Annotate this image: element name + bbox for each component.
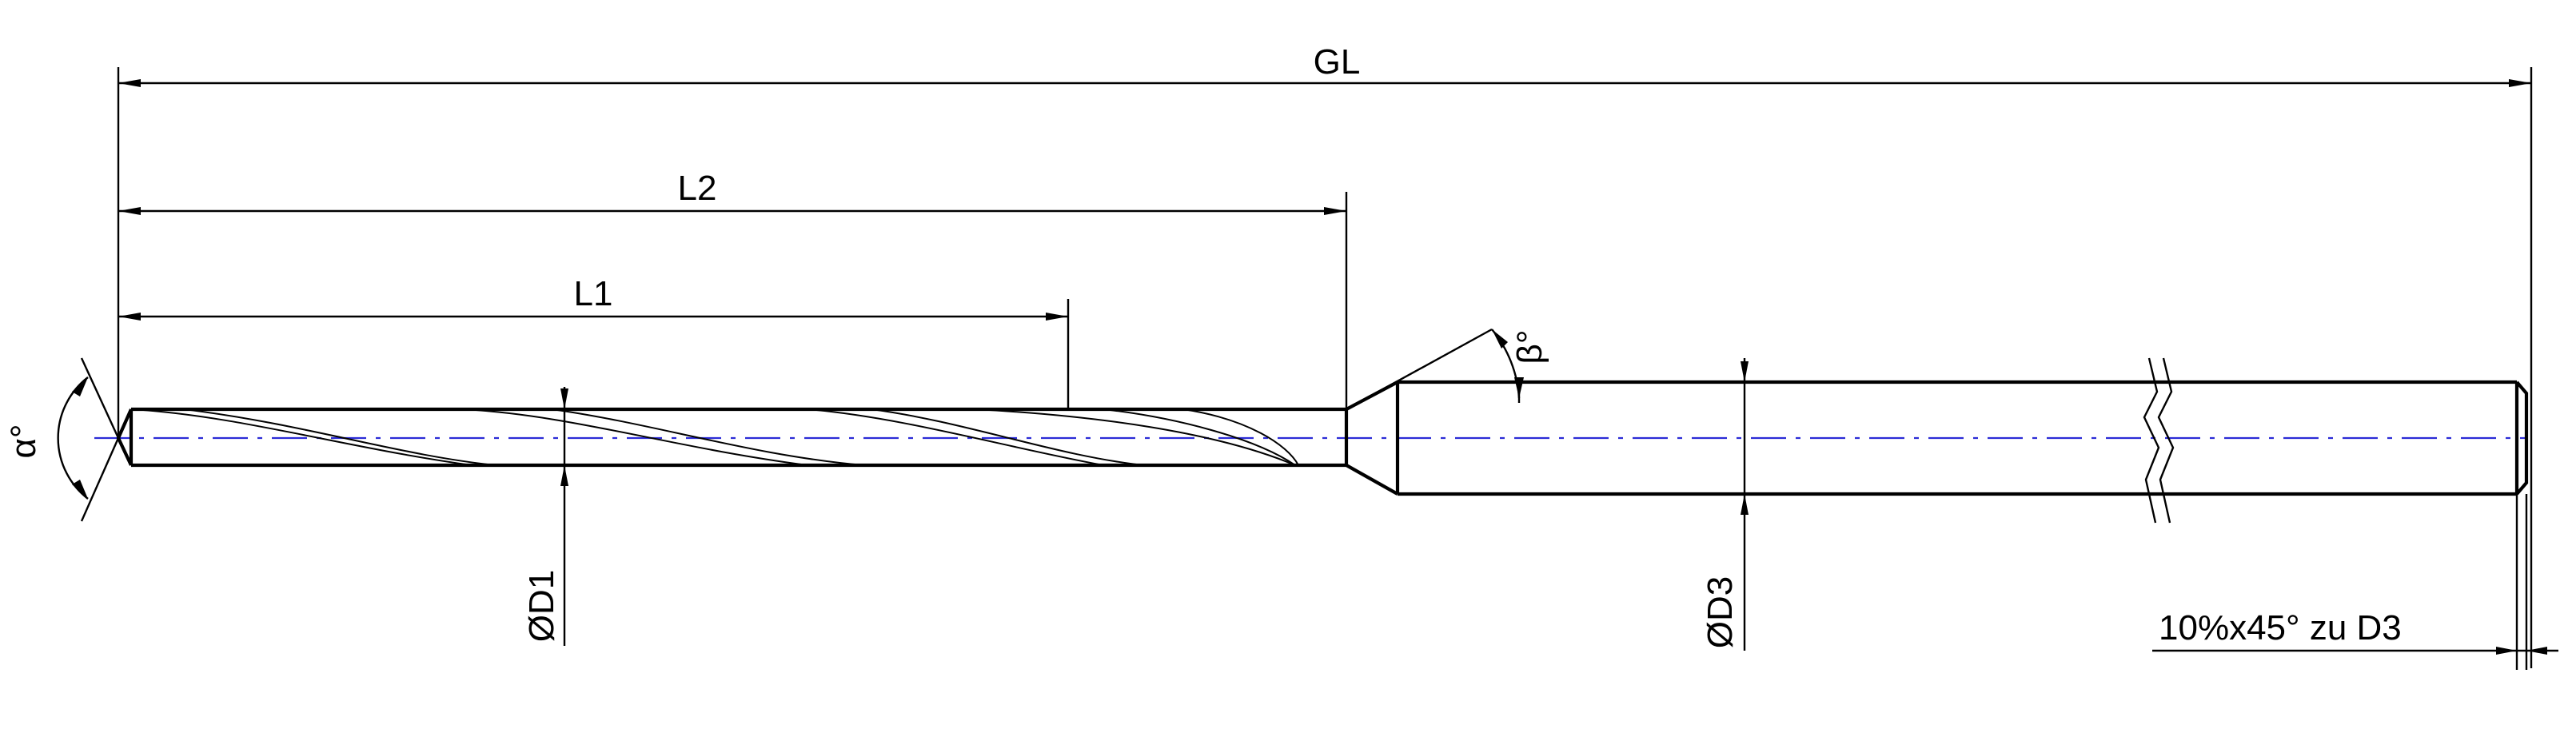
label-beta: β° <box>1510 330 1549 365</box>
label-alpha: α° <box>4 424 43 458</box>
label-gl: GL <box>1314 42 1361 82</box>
label-d3: ØD3 <box>1701 576 1740 648</box>
label-chamfer: 10%x45° zu D3 <box>2159 608 2402 647</box>
dimension-d3: ØD3 <box>1701 358 1749 651</box>
label-l1: L1 <box>574 274 613 313</box>
break-symbol <box>2143 357 2175 524</box>
dimension-beta: β° <box>1346 328 1549 411</box>
drill-shank <box>1395 380 2529 496</box>
dimension-l1: L1 <box>118 274 1070 409</box>
dimension-l2: L2 <box>118 169 1348 409</box>
dimension-gl: GL <box>117 42 2533 668</box>
dimension-alpha: α° <box>4 357 120 522</box>
label-d1: ØD1 <box>522 570 561 642</box>
drill-flute-section <box>116 407 1346 468</box>
dimension-d1: ØD1 <box>522 387 568 646</box>
label-l2: L2 <box>678 169 717 208</box>
chamfer-callout: 10%x45° zu D3 <box>2152 494 2558 670</box>
